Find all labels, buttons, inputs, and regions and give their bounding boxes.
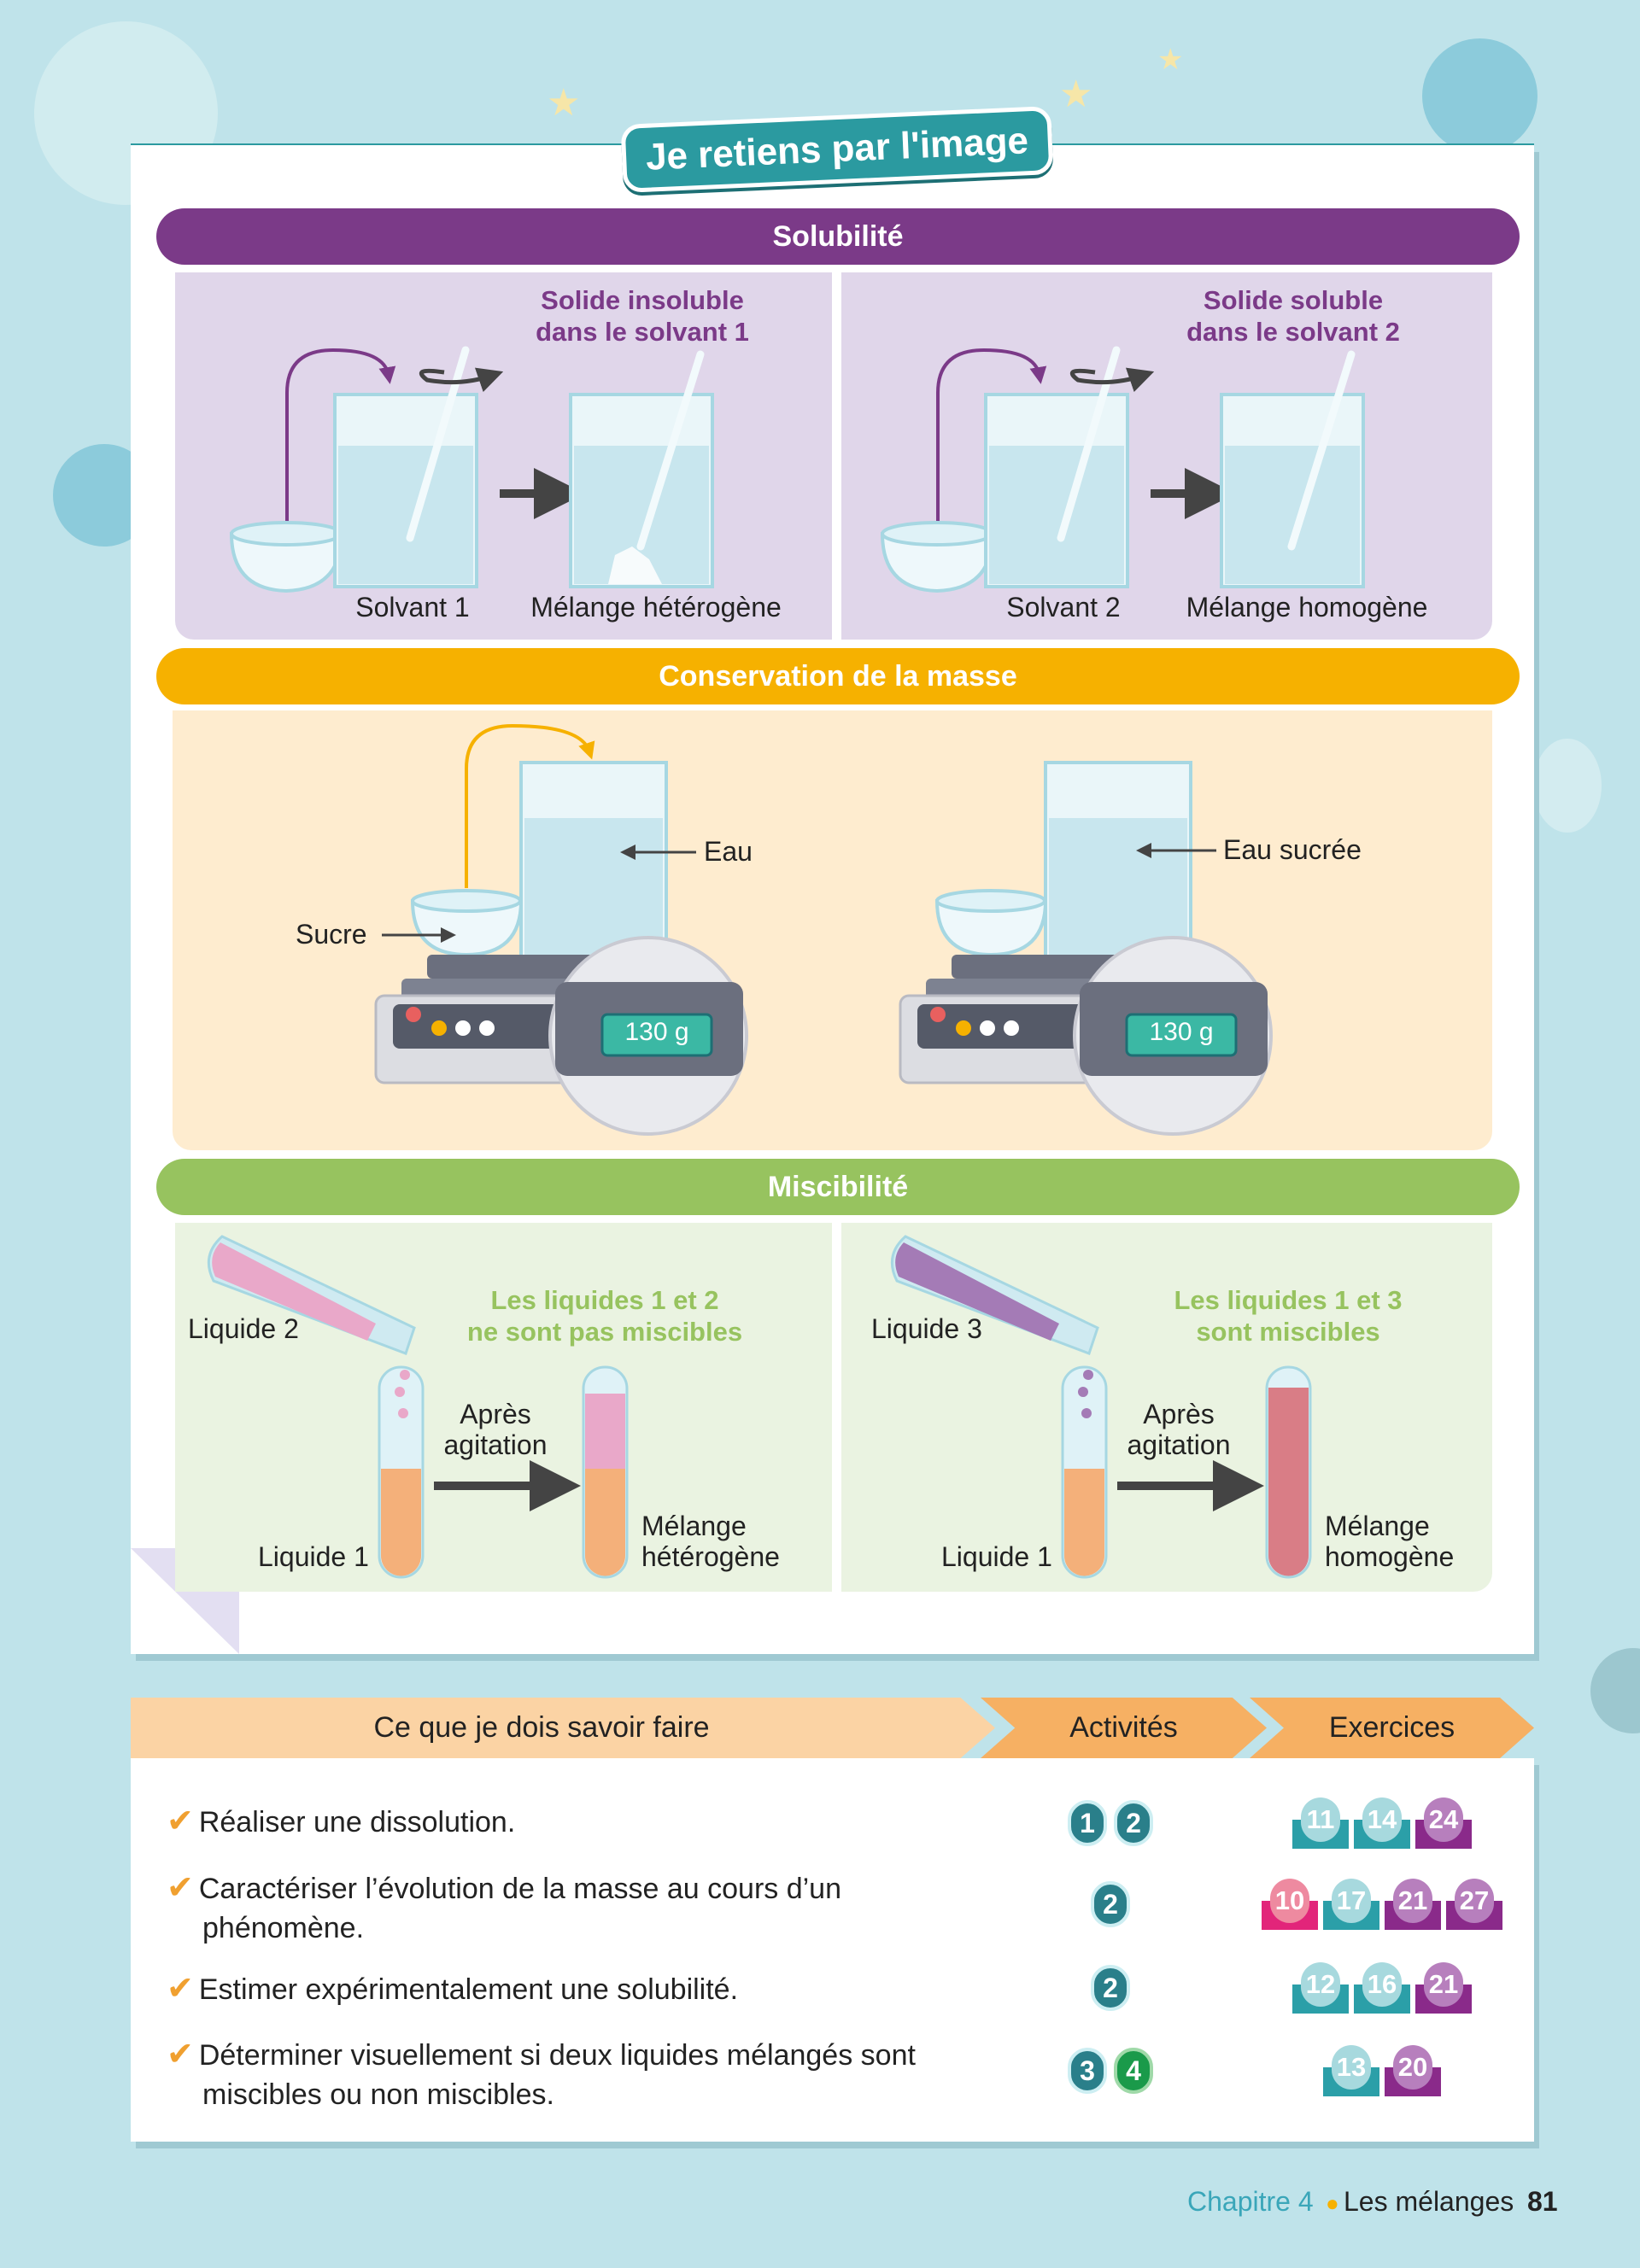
exercise-number: 17 bbox=[1332, 1879, 1371, 1923]
exercise-number: 14 bbox=[1362, 1797, 1402, 1842]
label-liquide-2: Liquide 2 bbox=[188, 1313, 299, 1344]
exercise-number: 20 bbox=[1393, 2045, 1432, 2090]
header-exercises: Exercices bbox=[1250, 1698, 1534, 1758]
page-number: 81 bbox=[1527, 2186, 1558, 2217]
skill-text: phénomène. bbox=[202, 1912, 365, 1944]
exercise-number: 21 bbox=[1393, 1879, 1432, 1923]
exercise-badge[interactable]: 17 bbox=[1323, 1879, 1379, 1930]
exercise-badge[interactable]: 10 bbox=[1262, 1879, 1318, 1930]
exercise-number: 10 bbox=[1270, 1879, 1309, 1923]
footer-title: Les mélanges bbox=[1344, 2186, 1514, 2217]
exercise-badge[interactable]: 20 bbox=[1385, 2045, 1441, 2096]
planet-decoration bbox=[1533, 739, 1602, 833]
label-melange-heterogene: Mélange hétérogène bbox=[530, 592, 782, 623]
exercise-badge[interactable]: 21 bbox=[1415, 1962, 1472, 2014]
exercise-badge[interactable]: 11 bbox=[1292, 1797, 1349, 1849]
beaker bbox=[333, 346, 504, 588]
exercise-number: 11 bbox=[1301, 1797, 1340, 1842]
skill-text: miscibles ou non miscibles. bbox=[202, 2078, 554, 2111]
footer-dot: ● bbox=[1326, 2190, 1339, 2216]
header-activities-label: Activités bbox=[1069, 1711, 1178, 1744]
section-bar-solubilite: Solubilité bbox=[156, 208, 1520, 265]
activity-badge[interactable]: 1 bbox=[1068, 1800, 1107, 1846]
exercise-badges: 13 20 bbox=[1323, 2045, 1441, 2096]
check-icon: ✔ bbox=[167, 2037, 194, 2072]
solubility-illustration-left bbox=[229, 346, 714, 593]
activity-badges: 2 bbox=[1091, 1965, 1130, 2011]
exercise-number: 21 bbox=[1424, 1962, 1463, 2007]
check-icon: ✔ bbox=[167, 1803, 194, 1839]
header-skills: Ce que je dois savoir faire bbox=[131, 1698, 995, 1758]
label-sucre: Sucre bbox=[296, 919, 367, 950]
earth-decoration bbox=[1422, 38, 1538, 154]
exercise-badge[interactable]: 21 bbox=[1385, 1879, 1441, 1930]
header-skills-label: Ce que je dois savoir faire bbox=[373, 1711, 710, 1744]
skill-text: Déterminer visuellement si deux liquides… bbox=[198, 2039, 916, 2072]
exercise-number: 13 bbox=[1332, 2045, 1371, 2090]
check-icon: ✔ bbox=[167, 1870, 194, 1906]
skill-text: Caractériser l’évolution de la masse au … bbox=[198, 1873, 841, 1905]
footer-chapter: Chapitre 4 bbox=[1187, 2186, 1314, 2217]
activity-badge[interactable]: 4 bbox=[1114, 2048, 1153, 2094]
section-bar-miscibilite: Miscibilité bbox=[156, 1159, 1520, 1215]
label-eau-sucree: Eau sucrée bbox=[1223, 834, 1362, 865]
activity-badge[interactable]: 2 bbox=[1114, 1800, 1153, 1846]
scale-display-after: 130 g bbox=[1149, 1018, 1214, 1046]
skill-row: ✔Estimer expérimentalement une solubilit… bbox=[167, 1969, 738, 2009]
label-solvant-1: Solvant 1 bbox=[355, 592, 470, 623]
solubility-illustration-right bbox=[880, 346, 1365, 593]
activity-badge[interactable]: 3 bbox=[1068, 2048, 1107, 2094]
miscibility-illustration-right bbox=[890, 1235, 1312, 1579]
star-decoration: ★ bbox=[1157, 44, 1184, 76]
label-melange-homogene: Mélange homogène bbox=[1186, 592, 1428, 623]
header-exercises-label: Exercices bbox=[1328, 1711, 1456, 1744]
skill-row: ✔Réaliser une dissolution. bbox=[167, 1802, 515, 1842]
check-icon: ✔ bbox=[167, 1971, 194, 2007]
miscibility-illustration-left bbox=[207, 1235, 629, 1579]
label-eau: Eau bbox=[704, 836, 753, 867]
header-activities: Activités bbox=[981, 1698, 1267, 1758]
exercise-badge[interactable]: 16 bbox=[1354, 1962, 1410, 2014]
beaker bbox=[569, 350, 714, 588]
exercise-badges: 11 14 24 bbox=[1292, 1797, 1472, 1849]
exercise-badge[interactable]: 27 bbox=[1446, 1879, 1502, 1930]
exercise-number: 27 bbox=[1455, 1879, 1494, 1923]
activity-badges: 2 bbox=[1091, 1881, 1130, 1927]
activity-badge[interactable]: 2 bbox=[1091, 1881, 1130, 1927]
label-liquide-1: Liquide 1 bbox=[941, 1541, 1052, 1572]
skill-row: ✔Déterminer visuellement si deux liquide… bbox=[167, 2035, 916, 2114]
skill-row: ✔Caractériser l’évolution de la masse au… bbox=[167, 1868, 841, 1948]
exercise-badge[interactable]: 13 bbox=[1323, 2045, 1379, 2096]
exercise-badge[interactable]: 12 bbox=[1292, 1962, 1349, 2014]
star-decoration: ★ bbox=[1059, 73, 1093, 115]
exercise-number: 24 bbox=[1424, 1797, 1463, 1842]
conservation-illustration-right bbox=[899, 761, 1273, 1136]
skill-text: Réaliser une dissolution. bbox=[198, 1806, 516, 1838]
star-decoration: ★ bbox=[547, 82, 581, 124]
label-solvant-2: Solvant 2 bbox=[1006, 592, 1121, 623]
exercise-badge[interactable]: 14 bbox=[1354, 1797, 1410, 1849]
label-liquide-3: Liquide 3 bbox=[871, 1313, 982, 1344]
section-bar-conservation: Conservation de la masse bbox=[156, 648, 1520, 704]
exercise-number: 16 bbox=[1362, 1962, 1402, 2007]
exercise-badge[interactable]: 24 bbox=[1415, 1797, 1472, 1849]
label-liquide-1: Liquide 1 bbox=[258, 1541, 369, 1572]
conservation-illustration-left bbox=[374, 723, 748, 1136]
scale-display-before: 130 g bbox=[624, 1018, 689, 1046]
exercise-badges: 10 17 21 27 bbox=[1262, 1879, 1502, 1930]
exercise-badges: 12 16 21 bbox=[1292, 1962, 1472, 2014]
activity-badge[interactable]: 2 bbox=[1091, 1965, 1130, 2011]
skill-text: Estimer expérimentalement une solubilité… bbox=[198, 1973, 739, 2006]
exercise-number: 12 bbox=[1301, 1962, 1340, 2007]
